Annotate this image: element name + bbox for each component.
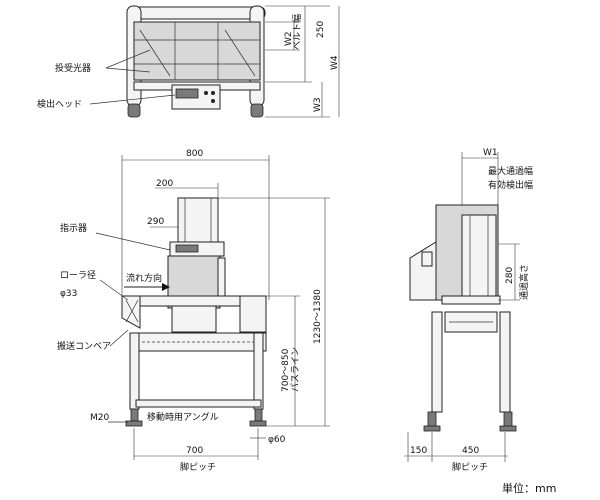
left-leg (129, 332, 140, 410)
max-width-label: 最大通過幅 (488, 165, 533, 177)
indicator-display (175, 244, 199, 253)
moving-angle-label: 移動時用アングル (147, 411, 219, 423)
flow-direction-label: 流れ方向 (126, 272, 162, 284)
unit-label: 単位：mm (502, 481, 556, 495)
indicator-label: 指示器 (60, 222, 87, 234)
dim-250: 250 (316, 21, 326, 38)
belt-width-label: ベルト幅 (291, 14, 303, 50)
dim-700: 700 (186, 446, 203, 456)
dim-150: 150 (410, 446, 427, 456)
left-pad (125, 420, 143, 427)
dim-800: 800 (186, 149, 203, 159)
dim-w3: W3 (313, 97, 323, 112)
top-rail (126, 6, 266, 20)
m20-label: M20 (90, 413, 109, 423)
side-indicator-knob (421, 251, 433, 267)
roller-phi-label: φ33 (60, 289, 77, 299)
right-foot (250, 103, 264, 118)
dim-1230-1380: 1230～1380 (313, 289, 323, 344)
dim-200: 200 (156, 179, 173, 189)
right-leg (253, 332, 264, 410)
phi60-label: φ60 (268, 435, 286, 445)
side-left-leg (431, 311, 443, 413)
side-right-pad (499, 425, 517, 432)
conveyor-outfeed (239, 295, 267, 333)
dim-290: 290 (147, 217, 164, 227)
pass-line-label: パスライン (290, 347, 301, 392)
dim-w2: W2 (284, 31, 294, 46)
side-right-adjuster (503, 411, 513, 427)
side-left-adjuster (427, 411, 437, 427)
left-adjuster (130, 408, 139, 422)
dim-w4: W4 (330, 55, 340, 70)
side-leg-pitch-label: 脚ピッチ (452, 462, 488, 473)
moving-angle-bar (135, 399, 262, 408)
top-view: 投受光器 検出ヘッド W2 ベルト幅 250 W3 W4 (37, 5, 340, 118)
side-view: W1 最大通過幅 有効検出幅 280 通過高さ 150 450 脚ピッチ (404, 148, 533, 473)
side-aperture (461, 214, 497, 298)
side-left-pad (423, 425, 441, 432)
side-right-leg (499, 311, 511, 413)
right-adjuster (254, 408, 263, 422)
dim-280: 280 (505, 267, 515, 284)
sensor-housing (133, 21, 261, 81)
front-view: 800 200 290 (57, 149, 330, 473)
left-foot (127, 103, 141, 118)
conveyor-label: 搬送コンベア (57, 340, 111, 352)
head-base (171, 305, 217, 333)
roller-diameter-label: ローラ径 (60, 269, 96, 281)
dim-450: 450 (462, 446, 479, 456)
effective-width-label: 有効検出幅 (488, 179, 533, 191)
side-indicator-panel (409, 241, 437, 301)
front-leg-pitch-label: 脚ピッチ (180, 462, 216, 473)
sensor-column (177, 197, 219, 249)
indicator-screen (175, 88, 199, 99)
frame-upper (135, 332, 267, 352)
dim-w1: W1 (483, 148, 498, 158)
dim-700-850: 700～850 (281, 348, 291, 392)
right-pad (249, 420, 267, 427)
detection-head-label: 検出ヘッド (37, 98, 82, 110)
pass-height-label: 通過高さ (518, 264, 530, 300)
emitter-receiver-label: 投受光器 (55, 62, 91, 74)
side-belt (441, 295, 501, 305)
